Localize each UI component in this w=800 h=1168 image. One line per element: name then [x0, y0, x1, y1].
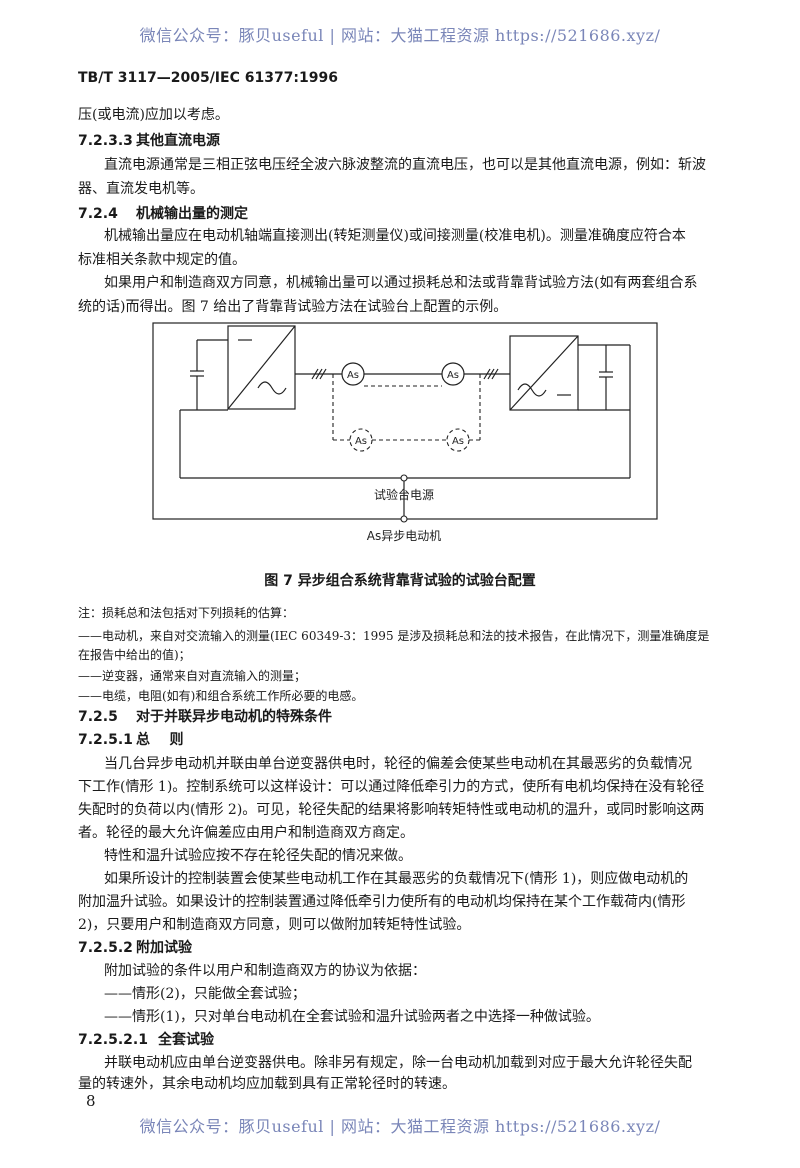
paragraph-line: 统的话)而得出。图 7 给出了背靠背试验方法在试验台上配置的示例。 [78, 299, 508, 315]
section-number: 7.2.5.2 [78, 940, 133, 956]
watermark-bottom: 微信公众号：豚贝useful | 网站：大猫工程资源 https://52168… [139, 1117, 661, 1136]
paragraph-line: 如果所设计的控制装置会使某些电动机工作在其最恶劣的负载情况下(情形 1)，则应做… [104, 871, 689, 887]
note-line: ——电动机，来自对交流输入的测量(IEC 60349-3：1995 是涉及损耗总… [78, 629, 710, 643]
motor-label: As [452, 436, 464, 447]
note-line: 在报告中给出的值)； [78, 648, 191, 662]
paragraph-line: 如果用户和制造商双方同意，机械输出量可以通过损耗总和法或背靠背试验方法(如有两套… [104, 275, 698, 291]
section-number: 7.2.5 [78, 709, 118, 725]
paragraph-line: 直流电源通常是三相正弦电压经全波六脉波整流的直流电压，也可以是其他直流电源，例如… [104, 157, 706, 173]
paragraph-line: 特性和温升试验应按不存在轮径失配的情况来做。 [104, 848, 412, 864]
list-item: ——情形(1)，只对单台电动机在全套试验和温升试验两者之中选择一种做试验。 [104, 1009, 600, 1025]
paragraph-line: 压(或电流)应加以考虑。 [78, 107, 229, 123]
right-inverter [509, 335, 579, 411]
page-number: 8 [86, 1092, 96, 1110]
motor-label: As [347, 370, 359, 381]
section-number: 7.2.5.2.1 [78, 1032, 148, 1048]
section-title: 附加试验 [136, 940, 192, 956]
motor-as-3 [349, 428, 373, 452]
note-line: ——电缆，电阻(如有)和组合系统工作所必要的电感。 [78, 689, 364, 703]
paragraph-line: 者。轮径的最大允许偏差应由用户和制造商双方商定。 [78, 825, 414, 841]
paragraph-line: 附加试验的条件以用户和制造商双方的协议为依据： [104, 963, 426, 979]
section-title: 其他直流电源 [136, 133, 220, 149]
paragraph-line: 器、直流发电机等。 [78, 181, 204, 197]
paragraph-line: 附加温升试验。如果设计的控制装置通过降低牵引力使所有的电动机均保持在某个工作载荷… [78, 894, 686, 910]
watermark-top: 微信公众号：豚贝useful | 网站：大猫工程资源 https://52168… [139, 26, 661, 45]
note-line: 注：损耗总和法包括对下列损耗的估算： [78, 606, 295, 620]
motor-as-2 [441, 362, 465, 386]
section-number: 7.2.4 [78, 206, 118, 222]
motor-label: As [355, 436, 367, 447]
motor-legend-label: As异步电动机 [367, 529, 441, 543]
paragraph-line: 失配时的负荷以内(情形 2)。可见，轮径失配的结果将影响转矩特性或电动机的温升，… [78, 802, 705, 818]
list-item: ——情形(2)，只能做全套试验； [104, 986, 306, 1002]
source-label: 试验台电源 [374, 487, 434, 502]
section-number: 7.2.5.1 [78, 732, 133, 748]
section-title: 总 则 [136, 732, 184, 748]
section-heading-7-2-5-2-1: 7.2.5.2.1 全套试验 [78, 1030, 214, 1050]
standard-code: TB/T 3117—2005/IEC 61377:1996 [78, 70, 338, 86]
section-title: 对于并联异步电动机的特殊条件 [136, 709, 332, 725]
paragraph-line: 2)，只要用户和制造商双方同意，则可以做附加转矩特性试验。 [78, 917, 471, 933]
terminal-dot [400, 515, 408, 523]
left-inverter [227, 325, 296, 410]
paragraph-line: 下工作(情形 1)。控制系统可以这样设计：可以通过降低牵引力的方式，使所有电机均… [78, 779, 705, 795]
paragraph-line: 量的转速外，其余电动机均应加载到具有正常轮径时的转速。 [78, 1076, 456, 1092]
test-bench-diagram: As As As As 试验台电源 As异步电动机 [152, 322, 658, 543]
section-number: 7.2.3.3 [78, 133, 133, 149]
section-heading-7-2-5: 7.2.5 对于并联异步电动机的特殊条件 [78, 707, 332, 727]
figure-caption: 图 7 异步组合系统背靠背试验的试验台配置 [264, 573, 536, 589]
motor-as-4 [446, 428, 470, 452]
note-line: ——逆变器，通常来自对直流输入的测量； [78, 669, 307, 683]
terminal-dot [400, 474, 408, 482]
motor-as-1 [341, 362, 365, 386]
paragraph-line: 并联电动机应由单台逆变器供电。除非另有规定，除一台电动机加载到对应于最大允许轮径… [104, 1055, 692, 1071]
motor-label: As [447, 370, 459, 381]
section-title: 机械输出量的测定 [136, 206, 248, 222]
paragraph-line: 标准相关条款中规定的值。 [78, 252, 246, 268]
section-title: 全套试验 [158, 1032, 214, 1048]
paragraph-line: 机械输出量应在电动机轴端直接测出(转矩测量仪)或间接测量(校准电机)。测量准确度… [104, 228, 686, 244]
paragraph-line: 当几台异步电动机并联由单台逆变器供电时，轮径的偏差会使某些电动机在其最恶劣的负载… [104, 756, 692, 772]
section-heading-7-2-4: 7.2.4 机械输出量的测定 [78, 204, 248, 224]
